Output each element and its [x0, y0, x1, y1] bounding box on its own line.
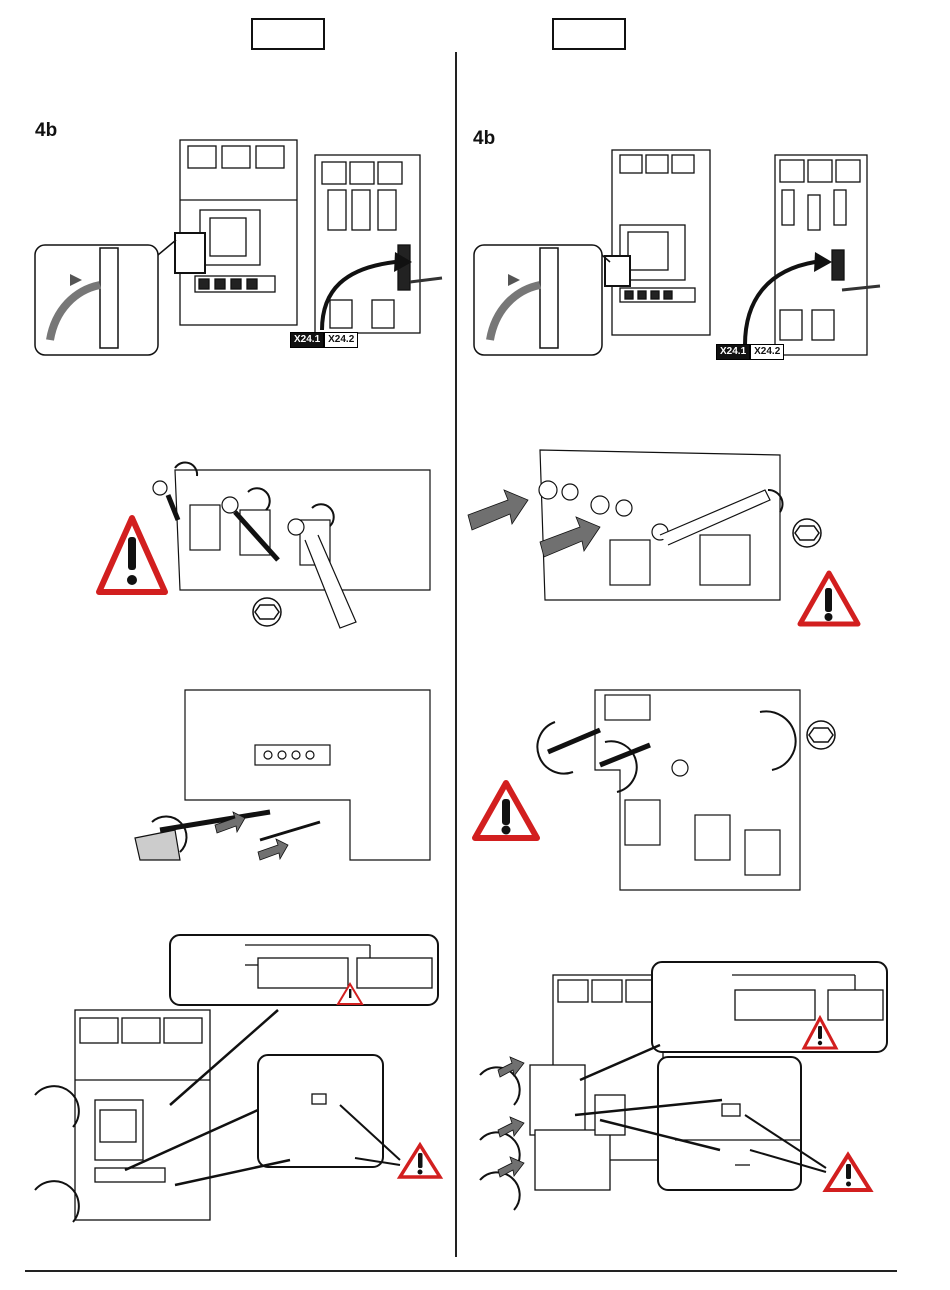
right-step-label-check: [480, 962, 887, 1210]
left-zoom-detail: [35, 240, 176, 355]
right-breaker-rear: [775, 155, 867, 355]
hex-key-icon: [807, 721, 835, 749]
left-diagram-4b: [0, 0, 455, 1270]
warning-triangle-icon: [800, 573, 858, 624]
warning-triangle-icon: [99, 518, 165, 592]
left-breaker-front: [175, 140, 297, 325]
left-breaker-rear: [315, 155, 420, 333]
left-step-bolt-insertion: [135, 690, 430, 860]
right-step-rotate-screws: [537, 690, 800, 890]
hex-key-icon: [793, 519, 821, 547]
right-breaker-front: [605, 150, 710, 335]
footer-rule: [25, 1270, 897, 1272]
right-step-terminal-screws: [539, 450, 783, 600]
warning-triangle-icon: [475, 783, 537, 838]
hex-key-icon: [253, 598, 281, 626]
right-zoom-detail: [474, 245, 610, 355]
right-diagram-4b: [455, 0, 950, 1270]
left-step-terminal-screws: [153, 462, 430, 628]
left-step-label-check: [35, 935, 438, 1222]
